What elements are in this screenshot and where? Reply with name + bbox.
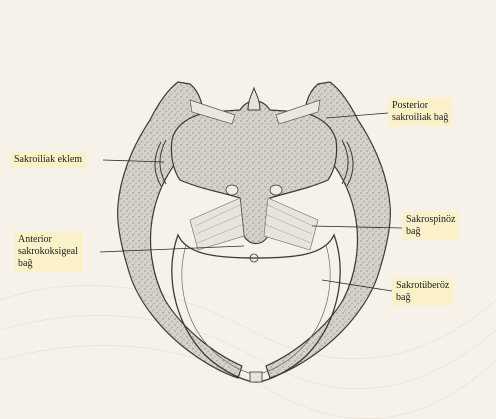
pubic-symphysis (250, 372, 262, 382)
label-posterior-sacroiliac-ligament: Posterior sakroiliak bağ (388, 98, 452, 126)
label-line: Sakrotüberöz (396, 280, 449, 292)
label-sacrospinous-ligament: Sakrospinöz bağ (402, 212, 459, 240)
label-line: Posterior (392, 100, 448, 112)
label-line: bağ (18, 258, 78, 270)
label-sacroiliac-joint: Sakroiliak eklem (10, 152, 86, 168)
label-line: Sakrospinöz (406, 214, 455, 226)
label-line: bağ (396, 292, 449, 304)
label-line: sakroiliak bağ (392, 112, 448, 124)
label-line: bağ (406, 226, 455, 238)
label-sacrotuberous-ligament: Sakrotüberöz bağ (392, 278, 453, 306)
label-anterior-sacrococcygeal-ligament: Anterior sakrokoksigeal bağ (14, 232, 82, 272)
sacral-crest (248, 88, 260, 110)
label-line: Sakroiliak eklem (14, 154, 82, 166)
label-line: sakrokoksigeal (18, 246, 78, 258)
label-line: Anterior (18, 234, 78, 246)
